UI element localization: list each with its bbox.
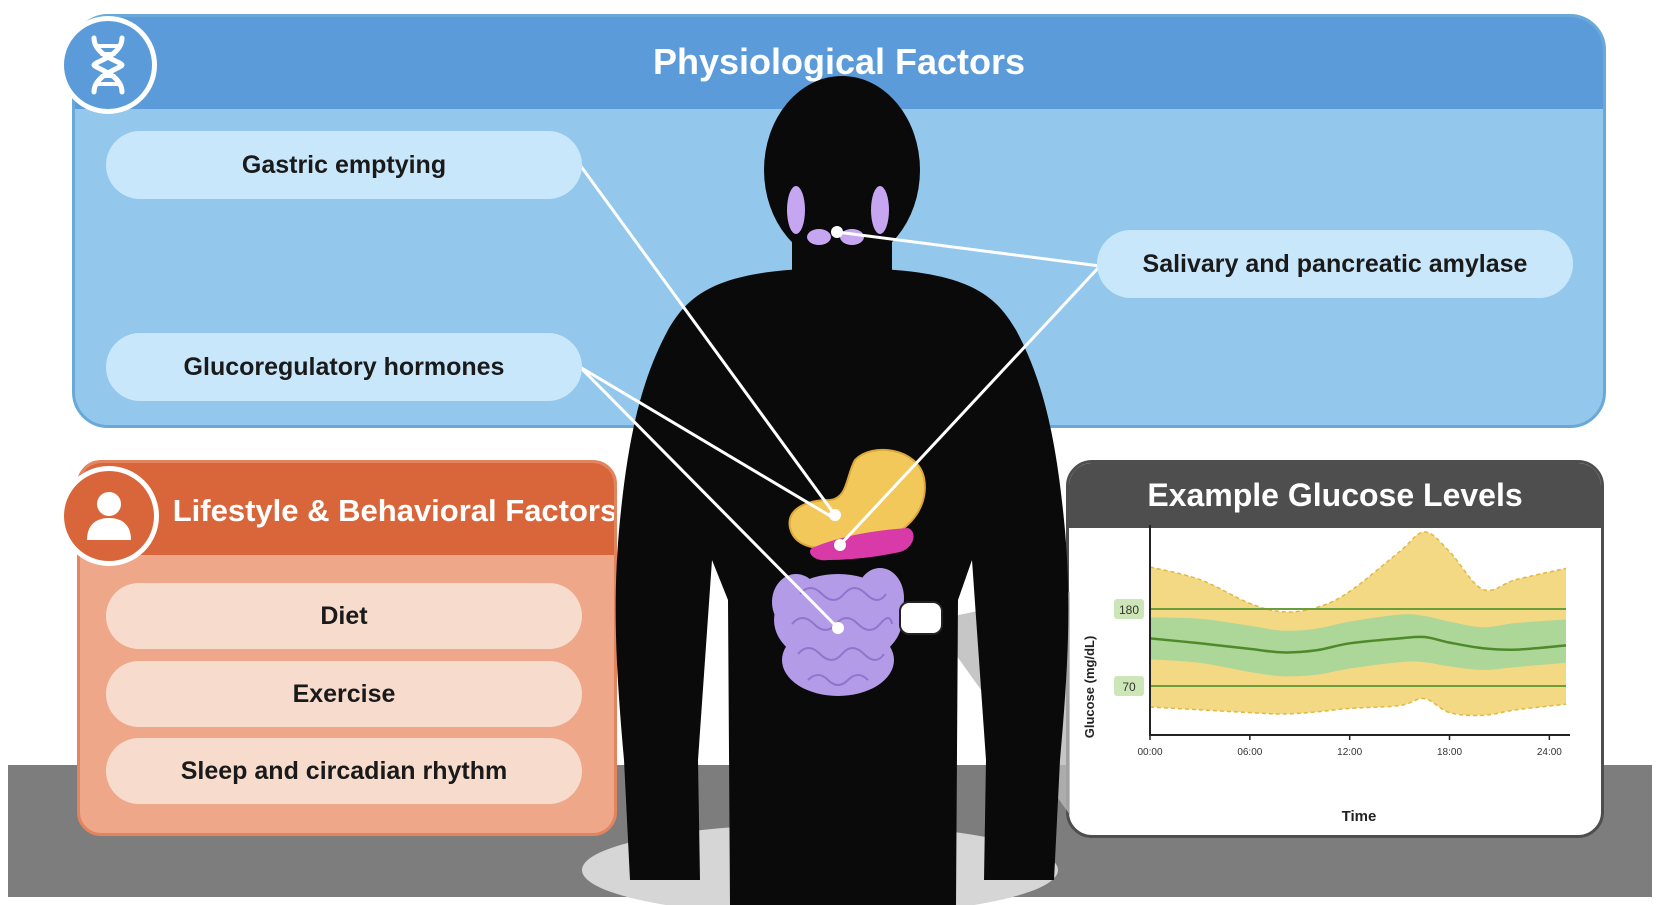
reference-label-box-70 [1114,676,1144,696]
y-axis-label: Glucose (mg/dL) [1082,636,1097,739]
dna-icon [91,35,125,95]
pancreas [809,528,914,561]
x-tick-label-2: 12:00 [1337,747,1362,758]
reference-label-box-180 [1114,599,1144,619]
factor-exercise: Exercise [106,661,582,727]
salivary-glands [787,186,889,245]
factor-sleep-circadian-rhythm: Sleep and circadian rhythm [106,738,582,804]
glucose-chart-title: Example Glucose Levels [1147,477,1523,513]
x-tick-label-4: 24:00 [1537,747,1562,758]
connector-lines [578,164,1102,630]
lifestyle-factors-header [80,463,614,555]
inner-percentile-band [1150,614,1566,677]
median-glucose-line [1149,635,1567,654]
x-tick-label-3: 18:00 [1437,747,1462,758]
dna-badge [59,16,157,114]
factor-glucoregulatory-hormones: Glucoregulatory hormones [106,333,582,401]
reference-label-70: 70 [1122,680,1136,694]
outer-band-lower-edge [1149,697,1567,717]
factor-gastric-emptying: Gastric emptying [106,131,582,199]
x-tick-label-1: 06:00 [1237,747,1262,758]
physiological-factors-title: Physiological Factors [652,41,1026,82]
person-badge [59,466,159,566]
human-silhouette [615,76,1069,905]
glucose-sensor-device [899,601,943,635]
reference-label-180: 180 [1119,603,1139,617]
x-tick-label-0: 00:00 [1137,747,1162,758]
x-axis-label: Time [1342,808,1377,825]
factor-salivary-pancreatic-amylase: Salivary and pancreatic amylase [1097,230,1573,298]
glucose-chart-header [1069,463,1601,528]
outer-band-upper-edge [1149,531,1567,613]
factor-diet: Diet [106,583,582,649]
connector-dots [829,226,846,634]
lifestyle-factors-title: Lifestyle & Behavioral Factors [172,493,617,528]
glucose-chart: 180 70 00:00 06:00 12:00 18:00 24:00 Glucose … [1082,525,1570,825]
person-icon [87,492,131,540]
